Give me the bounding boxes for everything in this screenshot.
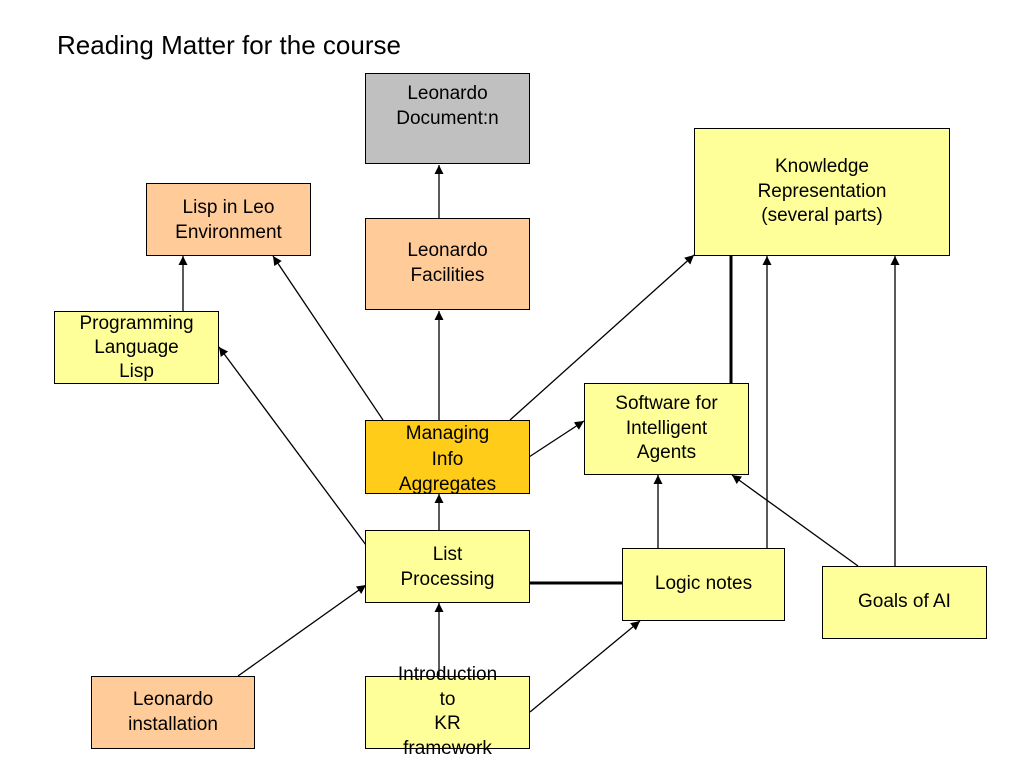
- node-label: Lisp in Leo Environment: [175, 197, 282, 243]
- node-label: Managing Info Aggregates: [398, 423, 497, 496]
- node-label: Introduction to KR framework: [397, 664, 498, 760]
- arrow-intro-kr-to-logic-notes: [529, 620, 641, 713]
- node-lisp-in-leo: Lisp in Leo Environment: [146, 183, 311, 256]
- arrow-list-processing-to-prog-lisp: [218, 346, 367, 546]
- arrow-managing-to-software-agents: [528, 420, 585, 458]
- node-programming-language-lisp: Programming Language Lisp: [54, 311, 219, 384]
- node-managing-info-aggregates: Managing Info Aggregates: [365, 420, 530, 495]
- node-label: Leonardo Facilities: [407, 240, 488, 286]
- node-leonardo-installation: Leonardo installation: [91, 676, 255, 749]
- node-label: Logic notes: [654, 573, 753, 595]
- node-goals-of-ai: Goals of AI: [822, 566, 987, 639]
- arrow-goals-to-software-agents: [731, 474, 859, 567]
- arrow-installation-to-list-processing: [237, 584, 367, 677]
- node-label: Leonardo Document:n: [396, 83, 499, 129]
- node-software-agents: Software for Intelligent Agents: [584, 383, 749, 475]
- node-label: Software for Intelligent Agents: [615, 393, 718, 464]
- node-leonardo-facilities: Leonardo Facilities: [365, 218, 530, 310]
- arrow-managing-to-lisp-in-leo: [272, 255, 384, 421]
- node-label: List Processing: [400, 544, 495, 590]
- node-list-processing: List Processing: [365, 530, 530, 603]
- page-title: Reading Matter for the course: [57, 30, 401, 60]
- node-introduction-to-kr-framework: Introduction to KR framework: [365, 664, 530, 759]
- node-knowledge-representation: Knowledge Representation (several parts): [694, 128, 950, 256]
- node-leonardo-documentation: Leonardo Document:n: [365, 73, 530, 164]
- node-label: Programming Language Lisp: [79, 313, 194, 382]
- node-label: Goals of AI: [858, 591, 951, 613]
- node-label: Leonardo installation: [128, 688, 218, 735]
- node-label: Knowledge Representation (several parts): [757, 156, 887, 227]
- node-logic-notes: Logic notes: [622, 548, 785, 621]
- arrow-managing-to-kr: [509, 254, 695, 421]
